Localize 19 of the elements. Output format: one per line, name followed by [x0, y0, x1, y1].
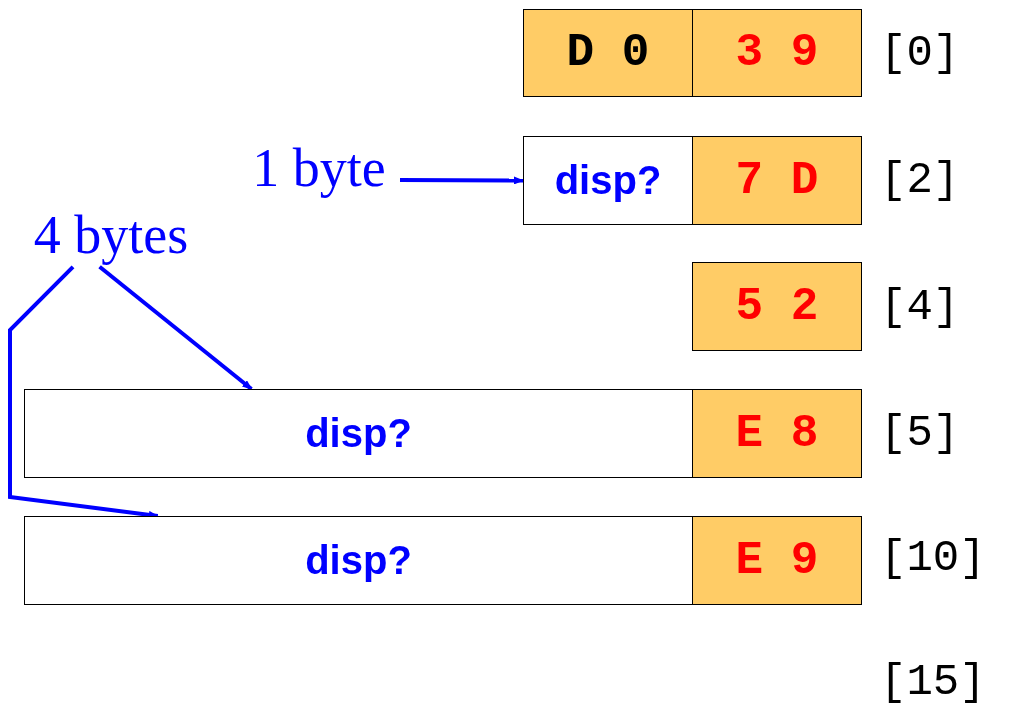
- byte-box: 3 9: [692, 9, 862, 97]
- address-label: [2]: [880, 155, 960, 205]
- byte-box: E 9: [692, 516, 862, 605]
- displacement-box: disp?: [523, 136, 693, 225]
- size-annotation: 1 byte: [238, 138, 400, 198]
- address-label: [4]: [880, 282, 960, 332]
- address-label: [0]: [880, 28, 960, 78]
- size-annotation: 4 bytes: [16, 205, 206, 265]
- address-label: [15]: [880, 657, 986, 703]
- address-label: [10]: [880, 533, 986, 583]
- address-label: [5]: [880, 408, 960, 458]
- arrow: [400, 176, 524, 185]
- byte-box: 7 D: [692, 136, 862, 225]
- byte-box: D 0: [523, 9, 693, 97]
- displacement-box: disp?: [24, 516, 693, 605]
- byte-box: 5 2: [692, 262, 862, 351]
- displacement-box: disp?: [24, 389, 693, 478]
- byte-box: E 8: [692, 389, 862, 478]
- arrow: [98, 265, 253, 391]
